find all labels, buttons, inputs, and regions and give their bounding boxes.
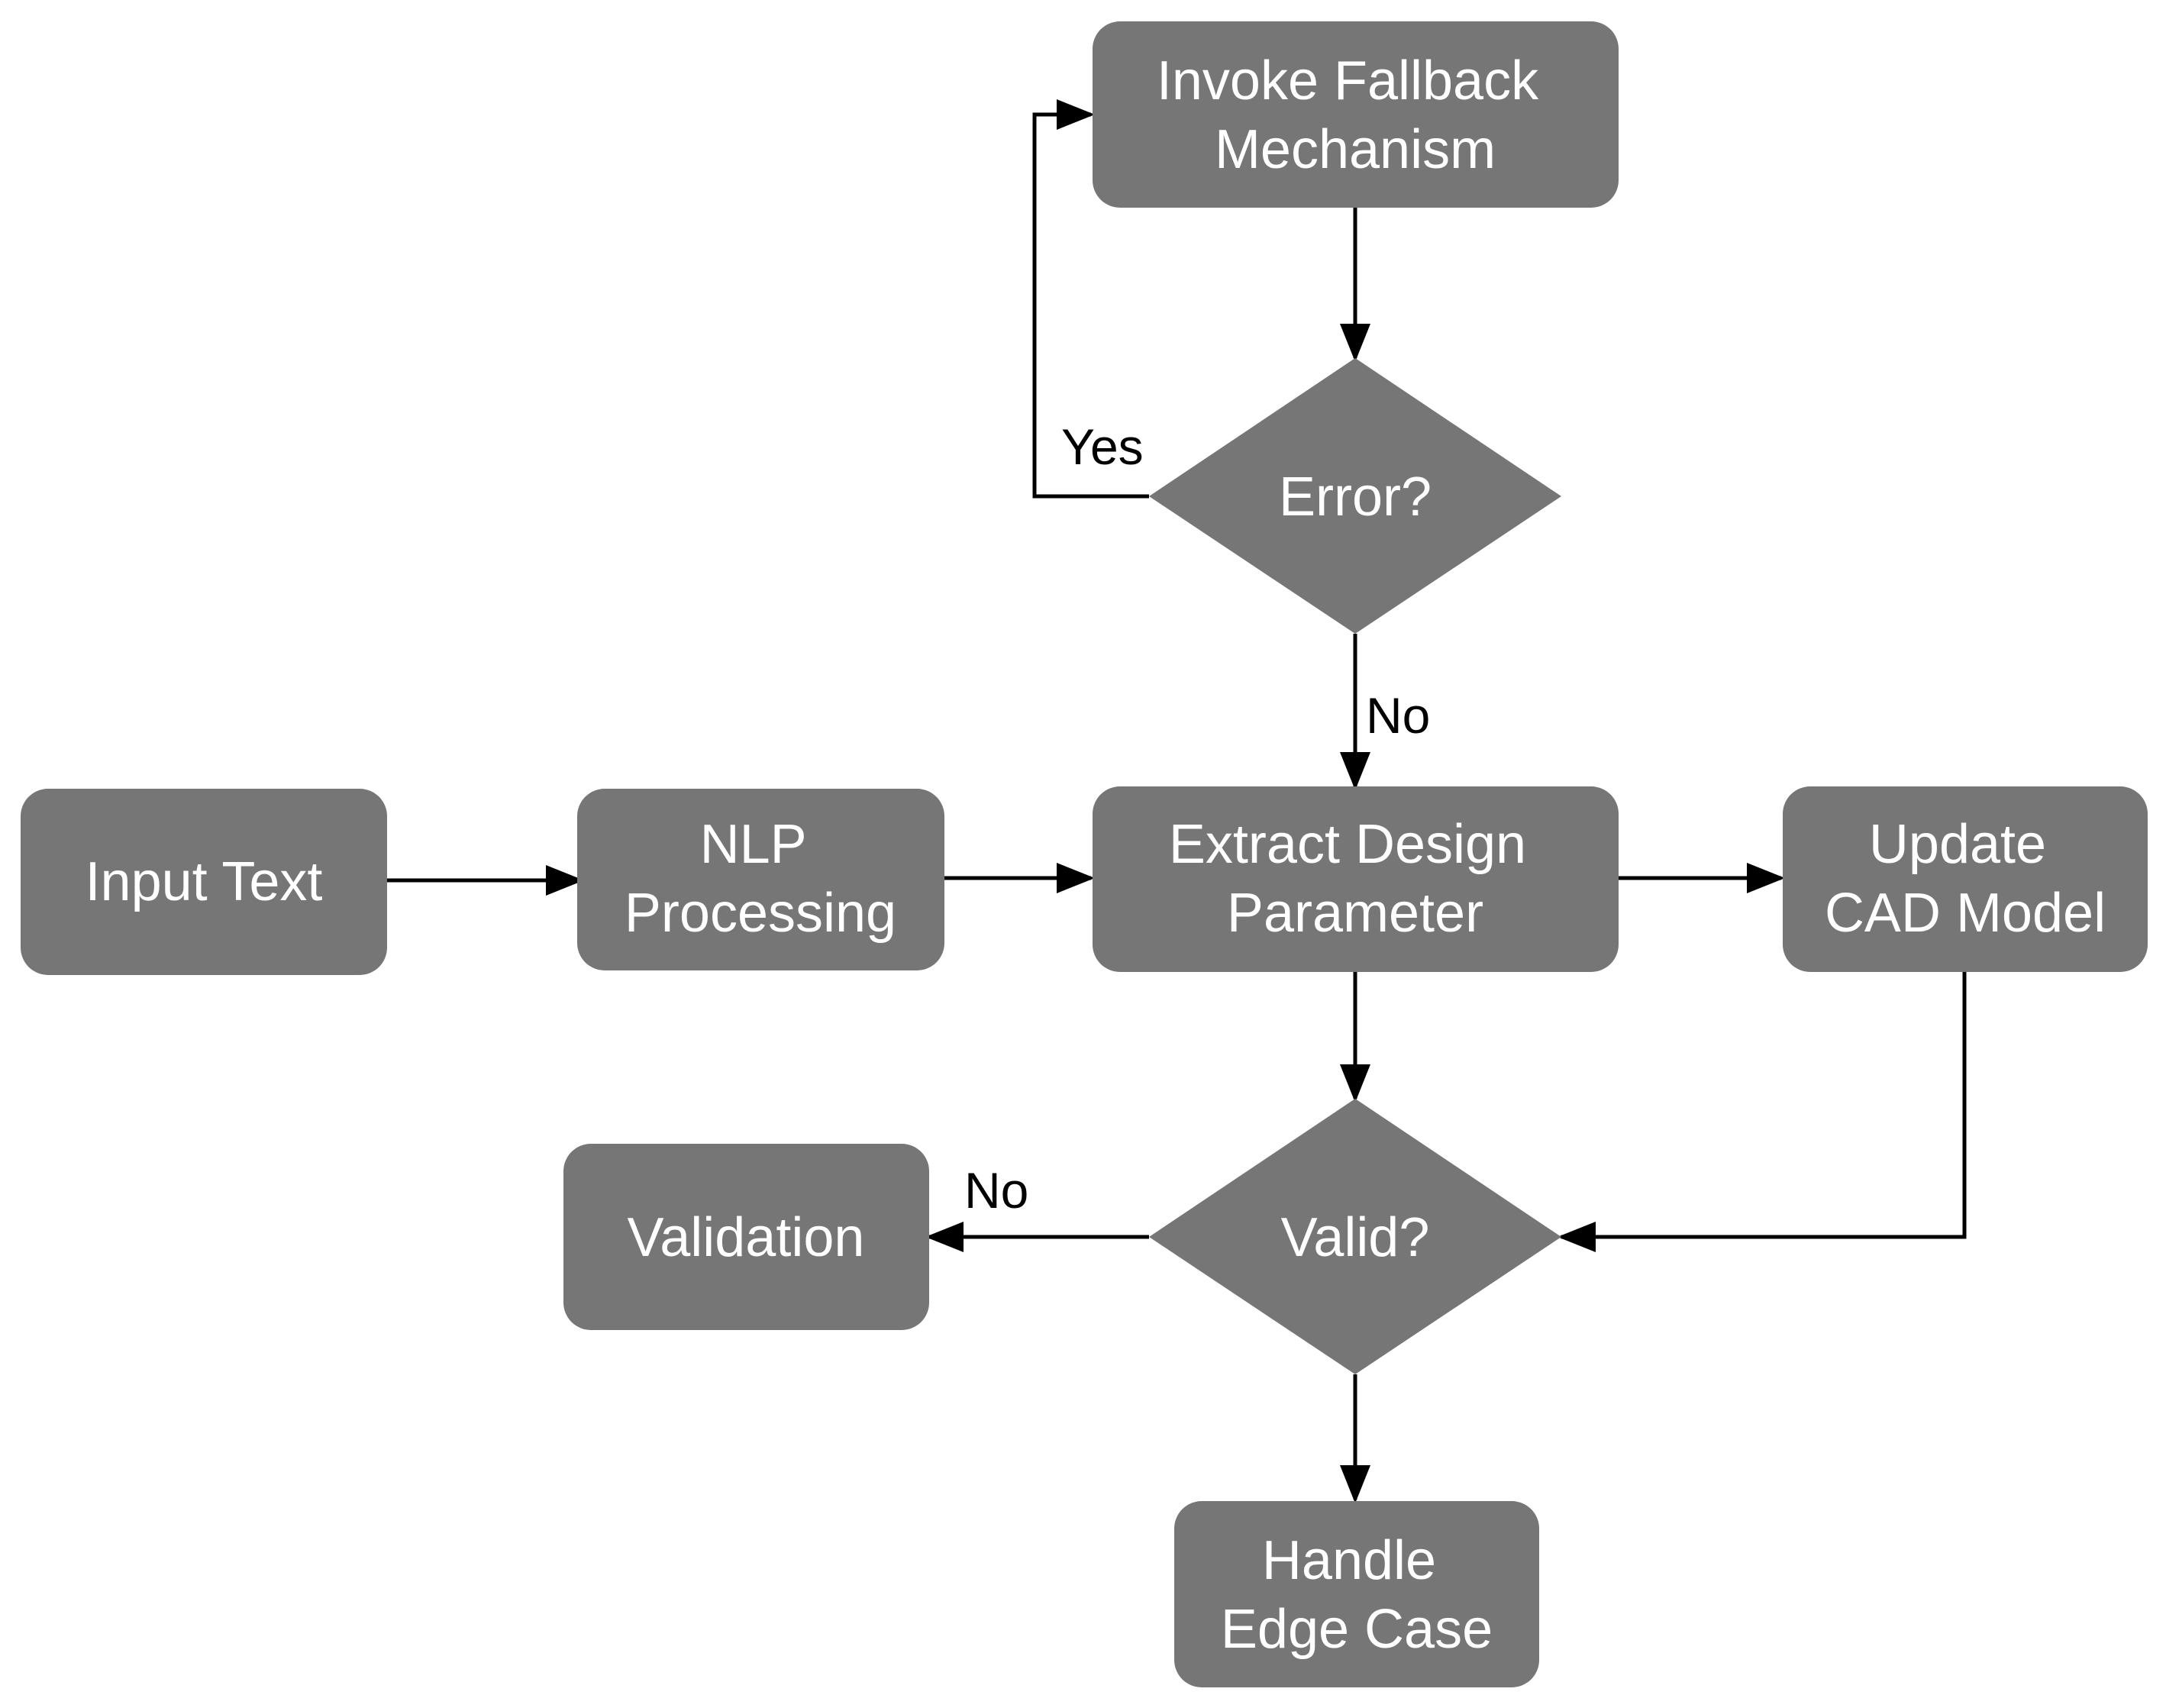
node-update-cad-line-1: Update — [1869, 814, 2046, 875]
node-validation-box — [563, 1144, 929, 1330]
edge-update-to-valid — [1558, 972, 1967, 1252]
edge-label-yes: Yes — [1061, 418, 1144, 475]
node-extract-design-line-2: Parameter — [1227, 883, 1483, 944]
node-nlp-processing: NLP Processing — [577, 789, 944, 970]
node-invoke-fallback: Invoke Fallback Mechanism — [1093, 21, 1619, 208]
node-update-cad-box — [1783, 786, 2148, 972]
node-validation-label: Validation — [628, 1207, 865, 1268]
nodes: Invoke Fallback Mechanism Error? Input T… — [21, 21, 2148, 1687]
node-valid-decision: Valid? — [1149, 1099, 1561, 1374]
node-handle-edge-case-line-1: Handle — [1262, 1530, 1436, 1591]
node-nlp-processing-box — [577, 789, 944, 970]
node-handle-edge-case: Handle Edge Case — [1174, 1501, 1539, 1687]
node-extract-design-label: Extract Design Parameter — [1169, 814, 1541, 944]
node-input-text: Input Text — [21, 789, 387, 975]
node-handle-edge-case-line-2: Edge Case — [1221, 1599, 1493, 1660]
node-valid-decision-diamond — [1149, 1099, 1561, 1374]
edge-label-no-error: No — [1366, 687, 1430, 744]
node-extract-design-line-1: Extract Design — [1169, 814, 1526, 875]
edge-label-no-valid: No — [964, 1162, 1028, 1219]
node-nlp-processing-label: NLP Processing — [625, 814, 896, 944]
node-nlp-processing-line-1: NLP — [700, 814, 806, 875]
node-extract-design: Extract Design Parameter — [1093, 786, 1619, 972]
node-error-decision: Error? — [1149, 358, 1561, 634]
node-validation: Validation — [563, 1144, 929, 1330]
node-error-decision-diamond — [1149, 358, 1561, 634]
node-error-decision-label: Error? — [1279, 467, 1432, 528]
node-update-cad: Update CAD Model — [1783, 786, 2148, 972]
node-invoke-fallback-label: Invoke Fallback Mechanism — [1157, 50, 1554, 180]
node-invoke-fallback-box — [1093, 21, 1619, 208]
node-extract-design-box — [1093, 786, 1619, 972]
node-handle-edge-case-label: Handle Edge Case — [1221, 1530, 1493, 1660]
node-input-text-label: Input Text — [86, 851, 323, 912]
node-handle-edge-case-box — [1174, 1501, 1539, 1687]
node-invoke-fallback-line-2: Mechanism — [1215, 119, 1496, 180]
node-nlp-processing-line-2: Processing — [625, 883, 896, 944]
node-input-text-box — [21, 789, 387, 975]
edge-error-yes-to-fallback — [1032, 99, 1149, 499]
edge-labels: Yes No No — [964, 418, 1430, 1219]
node-invoke-fallback-line-1: Invoke Fallback — [1157, 50, 1539, 111]
node-update-cad-line-2: CAD Model — [1825, 883, 2106, 944]
node-update-cad-label: Update CAD Model — [1825, 814, 2106, 944]
node-valid-decision-label: Valid? — [1281, 1207, 1430, 1268]
edges — [387, 99, 1967, 1503]
